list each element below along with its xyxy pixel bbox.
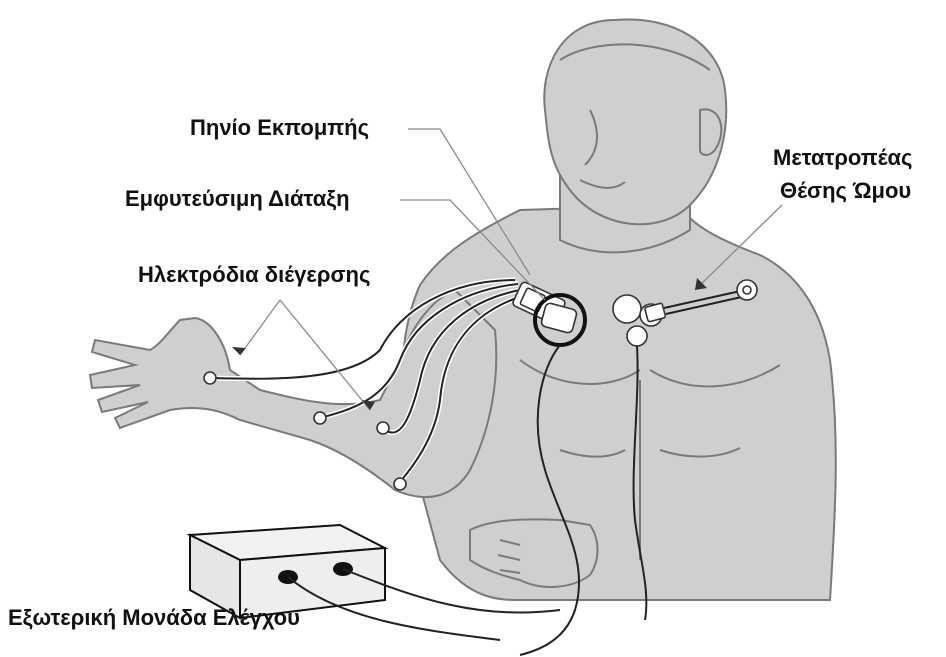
arm xyxy=(90,290,496,497)
electrode-elbow xyxy=(377,422,389,434)
arrow-head-wrist xyxy=(232,347,246,355)
label-external-control-unit: Εξωτερική Μονάδα Ελέγχου xyxy=(8,605,300,630)
label-stimulation-electrodes: Ηλεκτρόδια διέγερσης xyxy=(138,262,370,287)
head xyxy=(544,19,726,224)
label-shoulder-transducer-line2: Θέσης Ώμου xyxy=(780,178,911,203)
label-implantable-device: Εμφυτεύσιμη Διάταξη xyxy=(125,186,350,211)
human-figure xyxy=(90,19,836,600)
electrode-wrist xyxy=(204,372,216,384)
electrode-lower-arm xyxy=(394,478,406,490)
label-shoulder-transducer-line1: Μετατροπέας xyxy=(773,145,913,170)
label-transmitting-coil: Πηνίο Εκπομπής xyxy=(190,115,369,140)
electrode-forearm xyxy=(314,412,326,424)
